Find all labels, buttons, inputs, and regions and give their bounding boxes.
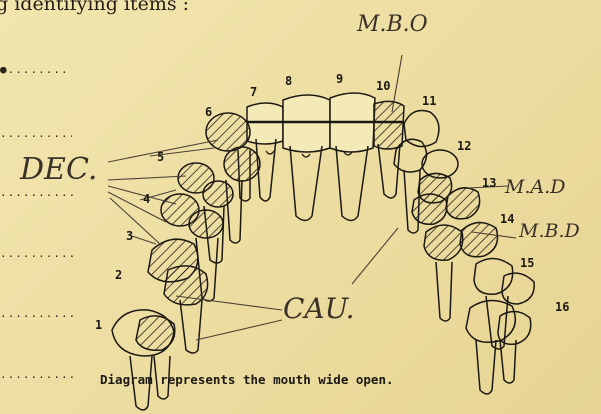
- tooth-number-9: 9: [336, 72, 343, 86]
- tooth-number-10: 10: [376, 79, 390, 93]
- annotation-dec: DEC.: [20, 152, 97, 187]
- tooth-number-2: 2: [115, 268, 122, 282]
- annotation-mad: M.A.D: [505, 176, 566, 198]
- tooth-number-4: 4: [143, 192, 150, 206]
- annotation-cau: CAU.: [283, 292, 355, 325]
- tooth-number-5: 5: [157, 150, 164, 164]
- tooth-number-8: 8: [285, 74, 292, 88]
- tooth-number-1: 1: [95, 318, 102, 332]
- tooth-number-11: 11: [422, 94, 436, 108]
- tooth-number-6: 6: [205, 105, 212, 119]
- tooth-9: [330, 93, 375, 221]
- diagram-caption: Diagram represents the mouth wide open.: [100, 372, 600, 387]
- tooth-8: [283, 95, 330, 221]
- tooth-10: [374, 101, 404, 198]
- tooth-1: [112, 310, 175, 410]
- tooth-number-12: 12: [457, 139, 471, 153]
- tooth-number-3: 3: [126, 229, 133, 243]
- tooth-number-15: 15: [520, 256, 534, 270]
- tooth-number-16: 16: [555, 300, 569, 314]
- tooth-15: [474, 258, 534, 349]
- annotation-mbo: M.B.O: [357, 12, 428, 37]
- tooth-number-7: 7: [250, 85, 257, 99]
- tooth-number-14: 14: [500, 212, 514, 226]
- annotation-mbd: M.B.D: [519, 220, 580, 242]
- tooth-number-13: 13: [482, 176, 496, 190]
